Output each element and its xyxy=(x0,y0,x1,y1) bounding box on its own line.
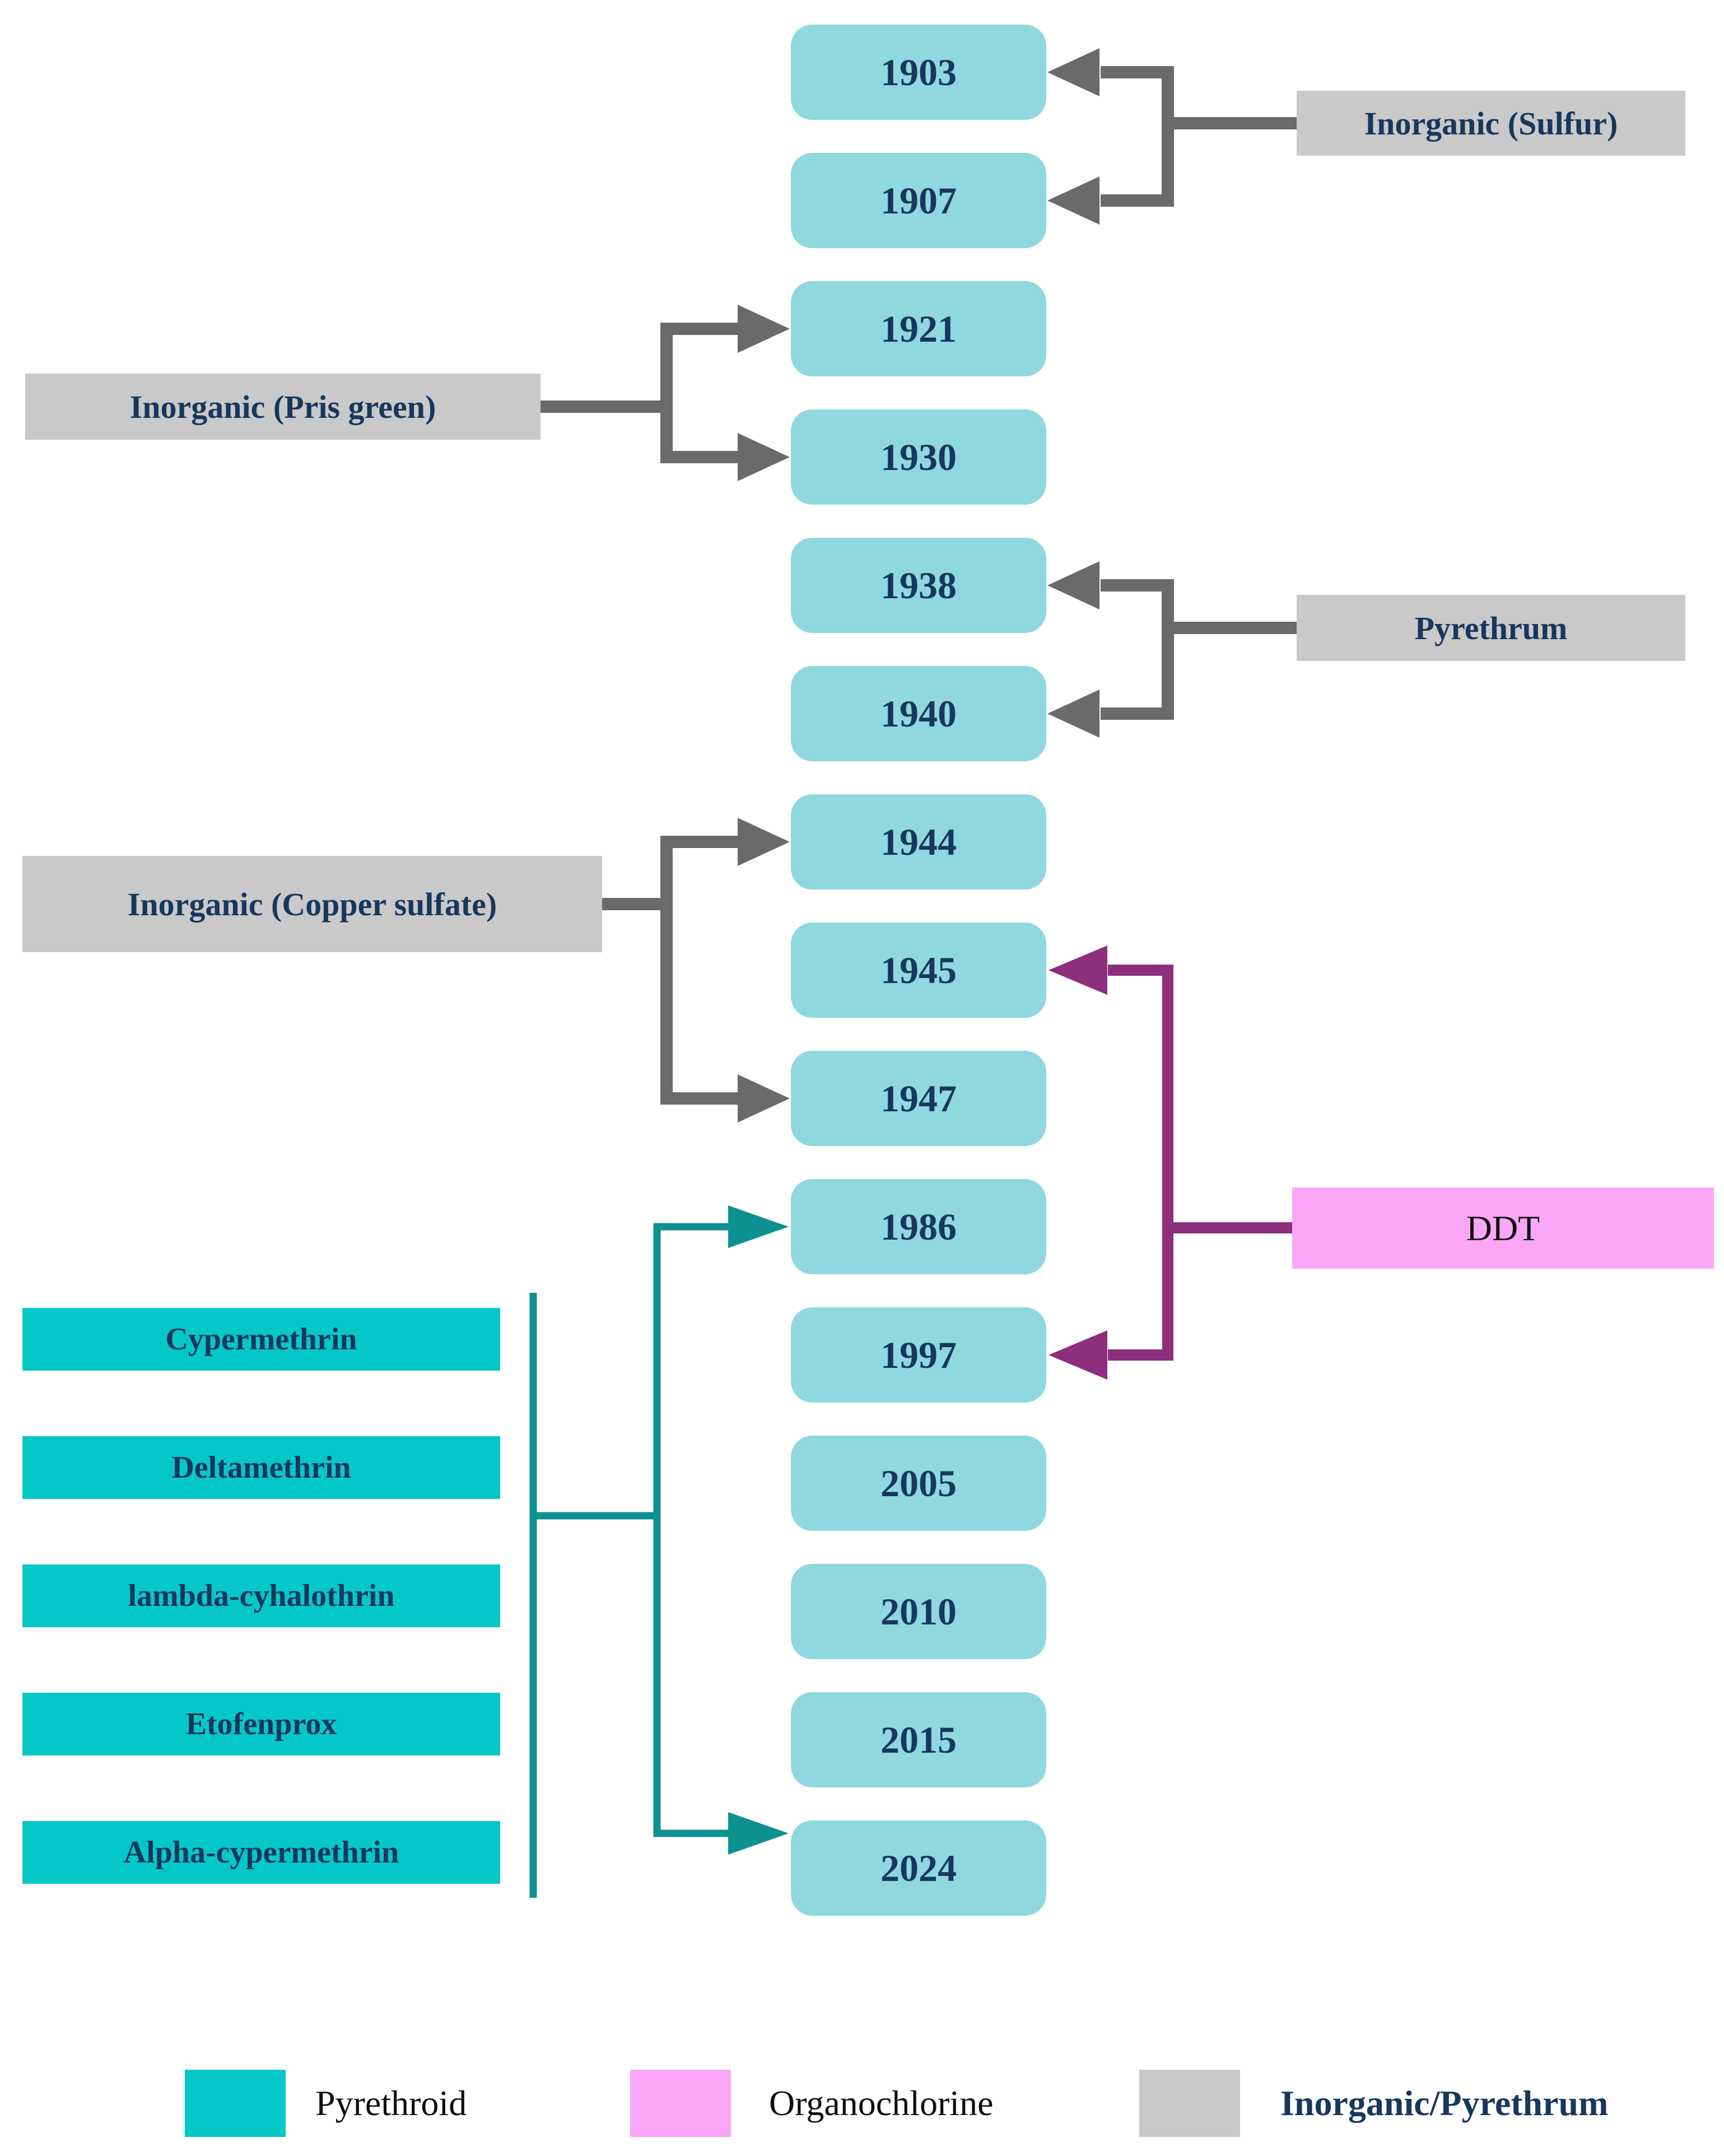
year-box-1944: 1944 xyxy=(791,794,1046,890)
label-inorganic-copper-sulfate: Inorganic (Copper sulfate) xyxy=(22,856,602,952)
year-label: 1907 xyxy=(880,179,957,222)
pyrethroid-box-etofenprox: Etofenprox xyxy=(22,1693,500,1755)
year-label: 1944 xyxy=(880,820,957,863)
year-box-1938: 1938 xyxy=(791,538,1046,633)
year-box-1997: 1997 xyxy=(791,1307,1046,1403)
pyrethroid-label: lambda-cyhalothrin xyxy=(128,1578,395,1613)
label-text: Pyrethrum xyxy=(1414,609,1568,646)
arrowhead-to-1930 xyxy=(738,433,790,481)
legend-swatch-organochlorine xyxy=(630,2070,731,2137)
connector-sulfur-branch xyxy=(1101,66,1174,207)
year-box-1921: 1921 xyxy=(791,281,1046,376)
year-box-1930: 1930 xyxy=(791,409,1046,505)
connector-ddt-branch xyxy=(1108,965,1173,1361)
year-box-1945: 1945 xyxy=(791,923,1046,1018)
pyrethroid-label: Alpha-cypermethrin xyxy=(123,1835,399,1870)
pyrethroid-box-lambda-cyhalothrin: lambda-cyhalothrin xyxy=(22,1564,500,1627)
arrowhead-to-2024 xyxy=(728,1812,789,1855)
year-box-2005: 2005 xyxy=(791,1436,1046,1531)
year-box-1947: 1947 xyxy=(791,1051,1046,1146)
pyrethroid-label: Etofenprox xyxy=(185,1707,337,1741)
year-label: 1986 xyxy=(880,1205,957,1248)
label-text: Inorganic (Sulfur) xyxy=(1364,105,1618,142)
year-label: 1945 xyxy=(880,948,957,991)
label-text: Inorganic (Pris green) xyxy=(129,388,436,425)
year-box-1986: 1986 xyxy=(791,1179,1046,1274)
pyrethroid-box-cypermethrin: Cypermethrin xyxy=(22,1308,500,1371)
legend-text: Pyrethroid xyxy=(315,2083,467,2123)
pyrethroid-label: Deltamethrin xyxy=(171,1450,351,1485)
arrowhead-to-1921 xyxy=(738,305,790,353)
legend-text: Organochlorine xyxy=(769,2083,994,2123)
label-text: DDT xyxy=(1466,1208,1540,1248)
connector-pyrethrum-branch xyxy=(1101,579,1174,720)
arrowhead-to-1940 xyxy=(1047,690,1099,738)
year-label: 1940 xyxy=(880,692,957,735)
legend-text: Inorganic/Pyrethrum xyxy=(1280,2083,1609,2123)
year-label: 1947 xyxy=(880,1077,957,1120)
arrowhead-to-1938 xyxy=(1047,561,1099,609)
label-inorganic-sulfur: Inorganic (Sulfur) xyxy=(1297,91,1685,156)
arrowhead-to-1944 xyxy=(738,818,790,866)
year-label: 1921 xyxy=(880,307,957,350)
arrowhead-to-1986 xyxy=(728,1205,789,1248)
year-label: 1997 xyxy=(880,1333,957,1376)
year-label: 2010 xyxy=(880,1590,957,1633)
year-label: 2005 xyxy=(880,1461,957,1505)
year-label: 1938 xyxy=(880,564,957,607)
arrowhead-to-1907 xyxy=(1047,176,1099,225)
arrowhead-to-1947 xyxy=(738,1074,790,1123)
year-box-1940: 1940 xyxy=(791,666,1046,761)
label-ddt: DDT xyxy=(1292,1188,1714,1269)
connector-prisgreen-branch xyxy=(660,323,742,463)
legend-label-pyrethroid: Pyrethroid xyxy=(315,2070,467,2137)
legend-swatch-pyrethroid xyxy=(185,2070,286,2137)
pyrethroid-box-deltamethrin: Deltamethrin xyxy=(22,1436,500,1499)
legend-label-inorganic-pyrethrum: Inorganic/Pyrethrum xyxy=(1280,2070,1608,2137)
year-box-2015: 2015 xyxy=(791,1692,1046,1787)
legend-label-organochlorine: Organochlorine xyxy=(769,2070,993,2137)
pyrethroid-label: Cypermethrin xyxy=(165,1322,357,1357)
label-text: Inorganic (Copper sulfate) xyxy=(127,886,497,923)
label-pyrethrum: Pyrethrum xyxy=(1297,595,1685,661)
arrowhead-to-1945 xyxy=(1049,946,1107,995)
connector-coppersulfate-branch xyxy=(660,836,742,1105)
year-label: 1903 xyxy=(880,50,957,94)
year-box-1903: 1903 xyxy=(791,25,1046,120)
legend-swatch-inorganic-pyrethrum xyxy=(1139,2070,1240,2137)
arrowhead-to-1903 xyxy=(1047,48,1099,96)
year-box-2010: 2010 xyxy=(791,1564,1046,1659)
year-label: 2024 xyxy=(880,1846,957,1889)
arrowhead-to-1997 xyxy=(1049,1330,1107,1380)
year-label: 2015 xyxy=(880,1718,957,1761)
year-box-2024: 2024 xyxy=(791,1820,1046,1916)
pyrethroid-box-alpha-cypermethrin: Alpha-cypermethrin xyxy=(22,1821,500,1884)
year-box-1907: 1907 xyxy=(791,153,1046,248)
connector-pyrethroid-branch xyxy=(653,1223,731,1837)
year-label: 1930 xyxy=(880,435,957,478)
label-inorganic-pris-green: Inorganic (Pris green) xyxy=(25,374,541,440)
